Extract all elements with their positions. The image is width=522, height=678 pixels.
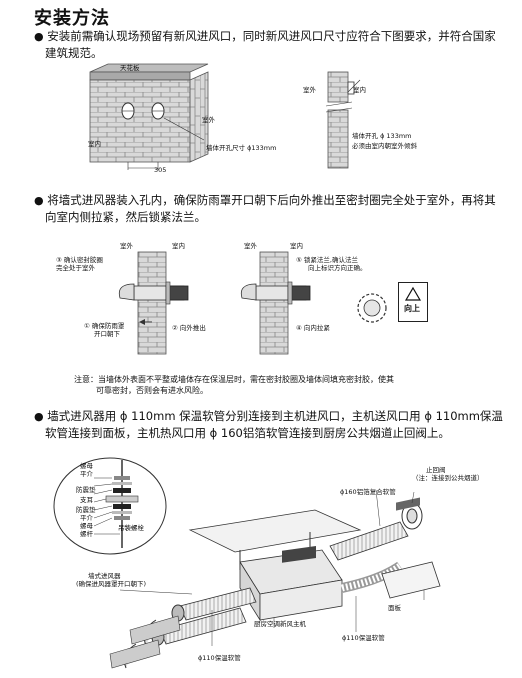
ceiling-label: 天花板 xyxy=(120,64,140,72)
flange-icon xyxy=(357,293,387,323)
inset-label-7: 螺母 xyxy=(80,522,93,530)
install-push-figure xyxy=(118,251,189,355)
triangle-up-icon xyxy=(404,286,422,301)
step1-label: ① 确保防雨罩 开口朝下 xyxy=(84,322,124,338)
bullet: ● xyxy=(34,194,44,207)
panel-label: 面板 xyxy=(388,604,401,612)
outdoor-label: 室外 xyxy=(202,116,215,124)
wall-inlet-line1: 墙式进风器 xyxy=(88,572,121,580)
step3-line2: 完全处于室外 xyxy=(56,264,95,272)
step3-label: ③ 确认密封胶圈 完全处于室外 xyxy=(56,256,103,272)
foil-duct-label: ϕ160铝箔复合软管 xyxy=(340,488,396,496)
outdoor-label-s2r: 室外 xyxy=(244,242,257,250)
step1-line2: 开口朝下 xyxy=(94,330,120,338)
step3-line1: ③ 确认密封胶圈 xyxy=(56,256,103,264)
step5-label: ⑤ 锁紧法兰,确认法兰 向上标识方向正确。 xyxy=(296,256,367,272)
system-diagram xyxy=(109,489,441,669)
section2-text: ● 将墙式进风器装入孔内，确保防雨罩开口朝下后向外推出至密封圈完全处于室外，再将… xyxy=(34,192,496,225)
hole-size-label: 墙体开孔尺寸 ϕ133mm xyxy=(206,144,277,152)
section3-line2: 软管连接到面板，主机热风口用 ϕ 160铝箔软管连接到厨房公共烟道止回阀上。 xyxy=(45,426,450,440)
step2-label: ② 向外推出 xyxy=(172,324,206,332)
outdoor-label-s2: 室外 xyxy=(120,242,133,250)
step1-line1: ① 确保防雨罩 xyxy=(84,322,125,330)
inset-label-4: 支耳 xyxy=(80,496,93,504)
up-label: 向上 xyxy=(404,304,420,313)
wall-inlet-label: 墙式进风器 (确保进风器罩开口朝下) xyxy=(76,572,146,588)
section1-line2: 建筑规范。 xyxy=(45,46,103,60)
section1-line1: 安装前需确认现场预留有新风进风口，同时新风进风口尺寸应符合下图要求，并符合国家 xyxy=(47,29,496,43)
main-unit-label: 厨房空调新风主机 xyxy=(254,620,306,628)
check-valve-line1: 止回阀 xyxy=(426,466,446,474)
inset-label-5: 防震垫 xyxy=(76,506,96,514)
inset-label-8: 螺杆 xyxy=(80,530,93,538)
check-valve-label: 止回阀 （注：连接到公共烟道） xyxy=(412,466,484,482)
section3-line1: 墙式进风器用 ϕ 110mm 保温软管分别连接到主机进风口，主机送风口用 ϕ 1… xyxy=(47,409,503,423)
hose-right-label: ϕ110保温软管 xyxy=(342,634,385,642)
install-pull-figure xyxy=(240,251,311,355)
page-title: 安装方法 xyxy=(34,8,110,29)
note-line1: 注意：当墙体外表面不平整或墙体存在保温层时，需在密封胶圈及墙体间填充密封胶，使其 xyxy=(74,375,394,384)
up-marker: 向上 xyxy=(398,282,428,322)
indoor-label: 室内 xyxy=(88,140,101,148)
note-line2: 可靠密封，否则会有进水风险。 xyxy=(96,386,208,395)
section2-line1: 将墙式进风器装入孔内，确保防雨罩开口朝下后向外推出至密封圈完全处于室外，再将其 xyxy=(47,193,496,207)
step5-line2: 向上标识方向正确。 xyxy=(308,264,367,272)
inset-label-3: 防震垫 xyxy=(76,486,96,494)
inset-label-2: 平介 xyxy=(80,470,93,478)
step5-line1: ⑤ 锁紧法兰,确认法兰 xyxy=(296,256,358,264)
hole-size-label-right: 墙体开孔 ϕ 133mm xyxy=(352,132,412,140)
bullet: ● xyxy=(34,410,44,423)
hanger-detail-figure xyxy=(53,457,167,555)
wall-inlet-line2: (确保进风器罩开口朝下) xyxy=(76,580,147,588)
section2-line2: 向室内侧拉紧，然后锁紧法兰。 xyxy=(45,210,206,224)
hole-slope-label: 必须由室内朝室外倾斜 xyxy=(352,142,417,150)
indoor-label-right: 室内 xyxy=(353,86,366,94)
step4-label: ④ 向内拉紧 xyxy=(296,324,330,332)
wall-section-figure xyxy=(325,71,361,169)
indoor-label-s2: 室内 xyxy=(172,242,185,250)
indoor-label-s2r: 室内 xyxy=(290,242,303,250)
check-valve-line2: （注：连接到公共烟道） xyxy=(412,474,484,482)
wall-hole-figure xyxy=(89,63,209,170)
hose-bottom-label: ϕ110保温软管 xyxy=(198,654,241,662)
dimension-label: 305 xyxy=(154,166,167,174)
section3-text: ● 墙式进风器用 ϕ 110mm 保温软管分别连接到主机进风口，主机送风口用 ϕ… xyxy=(34,408,503,441)
outdoor-label-right: 室外 xyxy=(303,86,316,94)
hanger-label: 吊装螺栓 xyxy=(118,524,144,532)
note: 注意：当墙体外表面不平整或墙体存在保温层时，需在密封胶圈及墙体间填充密封胶，使其… xyxy=(74,374,394,396)
inset-label-1: 螺母 xyxy=(80,462,93,470)
section1-text: ● 安装前需确认现场预留有新风进风口，同时新风进风口尺寸应符合下图要求，并符合国… xyxy=(34,28,496,61)
inset-label-6: 平介 xyxy=(80,514,93,522)
bullet: ● xyxy=(34,30,44,43)
